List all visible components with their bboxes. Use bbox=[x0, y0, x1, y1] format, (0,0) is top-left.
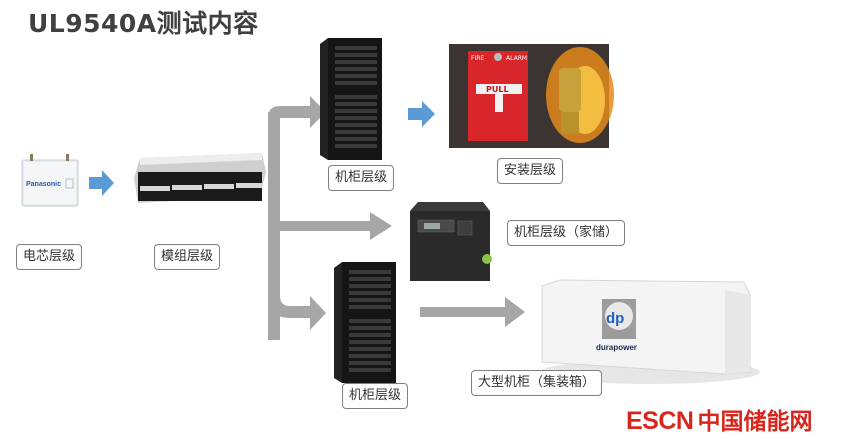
logo-latin-text: ESCN bbox=[626, 407, 694, 435]
label-rack-level-bottom: 机柜层级 bbox=[342, 383, 409, 409]
alarm-pull-text: PULL bbox=[486, 85, 509, 94]
home-storage-unit-image bbox=[410, 202, 492, 281]
blue-arrow-icon bbox=[408, 101, 435, 127]
label-module-level: 模组层级 bbox=[154, 244, 221, 270]
rack-cabinet-top-image bbox=[320, 38, 382, 160]
label-rack-level-top: 机柜层级 bbox=[328, 165, 395, 191]
cell-brand-text: Panasonic bbox=[26, 181, 61, 188]
shipping-container-image: dp durapower bbox=[540, 279, 760, 384]
label-container-level: 大型机柜（集装箱） bbox=[471, 370, 603, 396]
container-logo-text: dp bbox=[606, 310, 624, 327]
alarm-fire-text: FIRE bbox=[471, 55, 484, 62]
page-title: UL9540A测试内容 bbox=[28, 9, 259, 38]
gray-branch-arrows-icon bbox=[268, 96, 525, 340]
container-brand-text: durapower bbox=[596, 343, 637, 352]
blue-arrow-icon bbox=[89, 170, 114, 196]
alarm-alarm-text: ALARM bbox=[506, 55, 527, 62]
battery-cell-image: Panasonic bbox=[21, 154, 79, 207]
rack-cabinet-bottom-image bbox=[334, 262, 396, 383]
label-rack-home-level: 机柜层级（家储） bbox=[507, 220, 626, 246]
battery-module-image bbox=[134, 153, 266, 203]
label-cell-level: 电芯层级 bbox=[16, 244, 83, 270]
label-installation-level: 安装层级 bbox=[497, 158, 564, 184]
fire-alarm-sprinkler-image: FIRE ALARM PULL bbox=[449, 44, 614, 148]
logo-chinese-text: 中国储能网 bbox=[697, 408, 813, 434]
